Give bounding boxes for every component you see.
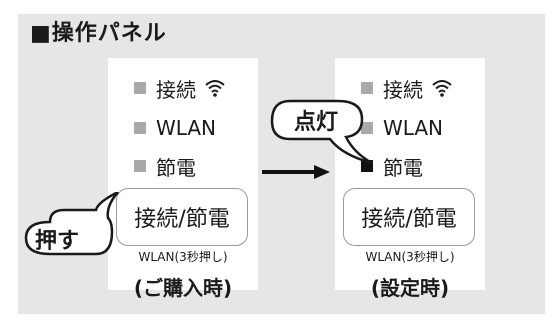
eco-label: 節電 [156,155,196,180]
wlan-indicator-row: WLAN [361,114,443,142]
eco-indicator-row: 節電 [361,152,423,180]
wifi-icon [205,80,225,97]
lit-callout-bubble [270,99,373,165]
connect-indicator-row: 接続 [134,74,226,102]
control-panel-after: 接続 WLAN 節電 接続/節電 WLAN(3秒押し) [335,58,485,290]
control-panel-before: 接続 WLAN 節電 接続/節電 WLAN(3秒押し) [108,58,258,290]
connect-led [361,82,373,94]
connect-led [134,82,146,94]
right-arrow-icon [262,165,330,179]
eco-indicator-row: 節電 [134,152,196,180]
connect-label: 接続 [383,77,423,102]
wlan-led [361,122,373,134]
button-sub-label: WLAN(3秒押し) [138,250,228,264]
wlan-label: WLAN [383,116,444,140]
wlan-led [134,122,146,134]
wifi-icon [432,80,452,97]
connect-label: 接続 [156,77,196,102]
button-sub-label: WLAN(3秒押し) [365,250,455,264]
lit-callout-text: 点灯 [293,110,338,135]
eco-label: 節電 [383,155,423,180]
caption-before: (ご購入時) [133,276,233,300]
press-callout-text: 押す [34,229,79,254]
press-callout-bubble [24,192,119,256]
connect-eco-button[interactable]: 接続/節電 [343,188,475,246]
eco-led [134,160,146,172]
figure-title: ■操作パネル [30,21,167,46]
wlan-label: WLAN [156,116,217,140]
caption-after: (設定時) [370,276,450,300]
wlan-indicator-row: WLAN [134,114,216,142]
connect-eco-button[interactable]: 接続/節電 [116,188,248,246]
connect-indicator-row: 接続 [361,74,453,102]
